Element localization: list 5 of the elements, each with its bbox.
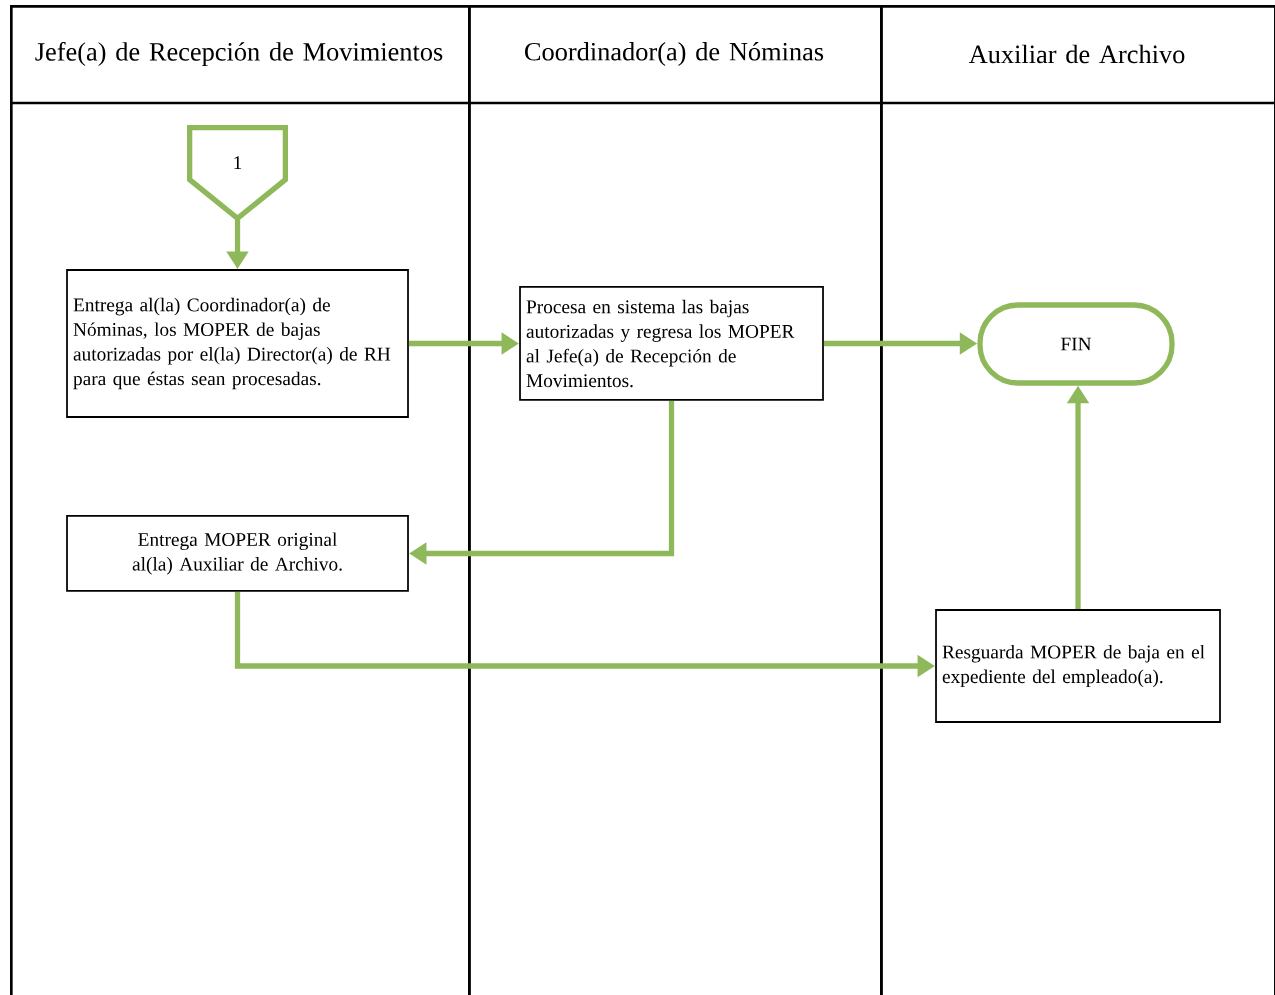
connector-pentagon: 1 [187,125,288,222]
process-box: Resguarda MOPER de baja en el expediente del empleado(a). [935,609,1221,723]
process-box: Entrega MOPER original al(la) Auxiliar de Archivo. [66,515,409,592]
process-box: Procesa en sistema las bajas autorizadas y regresa los MOPER al Jefe(a) de Recepción de Movimientos. [519,286,824,401]
process-box: Entrega al(la) Coordinador(a) de Nóminas, los MOPER de bajas autorizadas por el(la) Director(a) de RH para que éstas sean procesadas. [66,269,409,418]
